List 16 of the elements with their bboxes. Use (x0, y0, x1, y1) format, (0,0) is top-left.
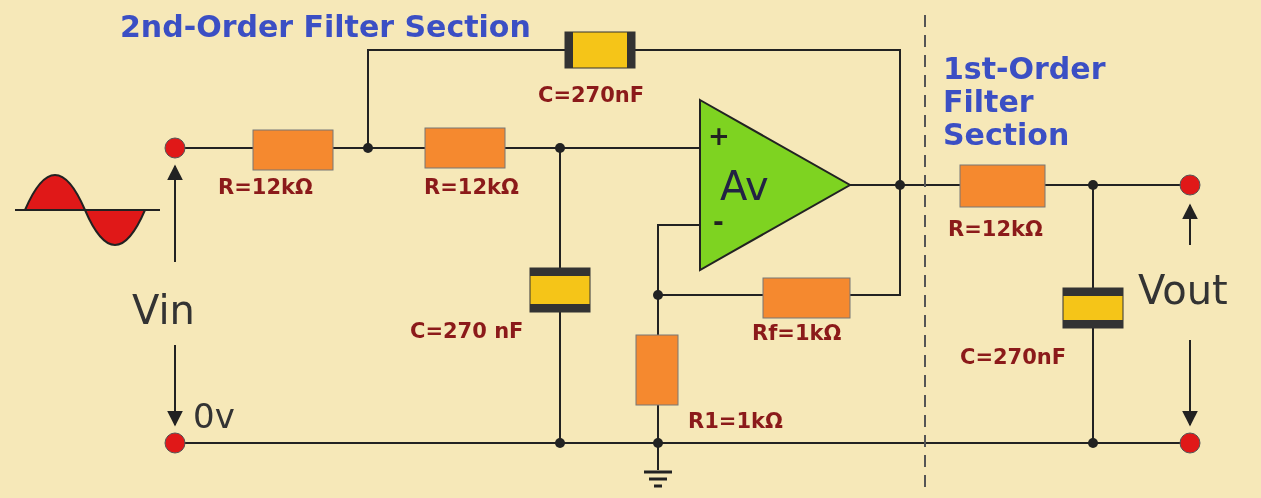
component-value: R=12kΩ (424, 176, 519, 200)
component-value: C=270nF (538, 84, 645, 108)
voltage-label: Vin (132, 288, 195, 332)
component-value: C=270 nF (410, 320, 524, 344)
component-value: R=12kΩ (218, 176, 313, 200)
component-value: C=270nF (960, 346, 1067, 370)
section-heading: 2nd-Order Filter Section (120, 10, 531, 43)
polarity-sign: - (713, 208, 724, 237)
section-heading: 1st-Order Filter Section (943, 52, 1107, 151)
component-value: R=12kΩ (948, 218, 1043, 242)
polarity-sign: + (708, 122, 730, 151)
component-value: Rf=1kΩ (752, 322, 842, 346)
voltage-label: Vout (1138, 268, 1228, 312)
component-value: R1=1kΩ (688, 410, 783, 434)
amplifier-label: Av (720, 164, 769, 208)
voltage-label: 0v (193, 398, 235, 436)
